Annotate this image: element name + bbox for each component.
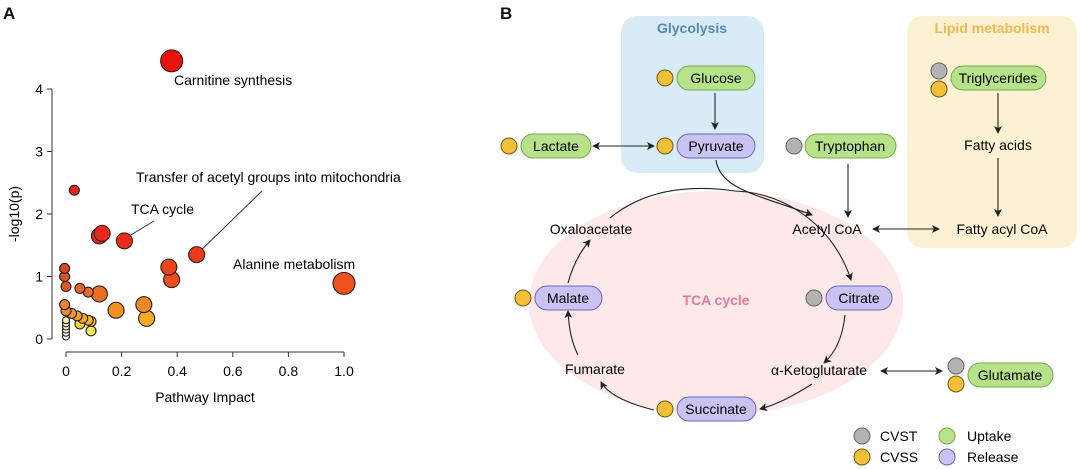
arrow-acetylcoa-citrate — [734, 190, 853, 281]
lipid-metabolism-title: Lipid metabolism — [934, 20, 1049, 36]
cvss-dot-glutamate — [947, 375, 965, 393]
x-tick-label: 0.4 — [167, 363, 187, 379]
pathway-scatter-chart: 0 1 2 3 4 0 0.2 0.4 0.6 0.8 1.0 Carnitine synthesi… — [6, 49, 401, 405]
svg-text:CVSS: CVSS — [880, 449, 918, 465]
cvst-dot-glutamate — [947, 357, 965, 375]
arrow-pyruvate-acetylcoa — [715, 159, 813, 217]
tca-cycle-region — [529, 191, 903, 415]
data-point — [74, 282, 86, 294]
node-citrate: Citrate — [825, 285, 893, 311]
glycolysis-title: Glycolysis — [657, 20, 727, 36]
data-point — [135, 296, 153, 314]
cvss-legend-icon — [853, 448, 871, 466]
arrow-akg-succinate — [759, 383, 813, 412]
annotation-label: Carnitine synthesis — [174, 72, 292, 88]
svg-text:Triglycerides: Triglycerides — [959, 70, 1038, 86]
cvss-dot-triglycerides — [930, 80, 948, 98]
svg-text:Release: Release — [967, 449, 1019, 465]
x-tick-label: 1.0 — [334, 363, 354, 379]
y-tick-label: 0 — [35, 331, 43, 347]
annotation-leader-line — [129, 220, 155, 237]
svg-text:Succinate: Succinate — [685, 401, 747, 417]
cvst-dot-tryptophan — [785, 137, 803, 155]
y-tick-label: 3 — [35, 144, 43, 160]
uptake-legend-icon — [938, 427, 956, 445]
legend-item-uptake: Uptake — [938, 427, 1012, 445]
node-acetyl-coa: Acetyl CoA — [792, 221, 862, 237]
node-fatty-acids: Fatty acids — [964, 137, 1032, 153]
y-axis-label: -log10(p) — [6, 186, 22, 242]
node-tryptophan: Tryptophan — [804, 133, 897, 159]
svg-text:Citrate: Citrate — [838, 290, 879, 306]
node-fatty-acyl-coa: Fatty acyl CoA — [956, 221, 1048, 237]
cvst-legend-icon — [853, 427, 871, 445]
legend-item-cvst: CVST — [853, 427, 918, 445]
arrow-malate-oxaloacetate — [567, 239, 591, 284]
cvss-dot-pyruvate — [656, 137, 674, 155]
y-tick-label: 2 — [35, 206, 43, 222]
annotation-label: Alanine metabolism — [233, 256, 355, 272]
node-glucose: Glucose — [676, 65, 756, 91]
cvss-dot-lactate — [500, 137, 518, 155]
data-point — [107, 301, 125, 319]
annotation-label: Transfer of acetyl groups into mitochond… — [136, 169, 401, 185]
data-point — [68, 184, 80, 196]
x-tick-label: 0.2 — [112, 363, 132, 379]
annotation-label: TCA cycle — [131, 201, 194, 217]
data-point — [93, 224, 111, 242]
data-point — [59, 299, 71, 311]
cvss-dot-malate — [514, 289, 532, 307]
cvst-dot-citrate — [805, 289, 823, 307]
svg-text:Uptake: Uptake — [967, 428, 1012, 444]
node-lactate: Lactate — [520, 133, 592, 159]
y-tick-label: 1 — [35, 269, 43, 285]
panel-b-label: B — [500, 4, 513, 23]
release-legend-icon — [938, 448, 956, 466]
data-point — [115, 232, 133, 250]
svg-text:Tryptophan: Tryptophan — [815, 138, 885, 154]
data-point — [61, 316, 71, 325]
cvss-dot-succinate — [656, 400, 674, 418]
data-point — [160, 258, 178, 276]
node-pyruvate: Pyruvate — [676, 133, 756, 159]
arrow-fumarate-malate — [564, 310, 579, 356]
node-glutamate: Glutamate — [967, 362, 1054, 388]
legend: CVST CVSS Uptake Release — [853, 427, 1019, 466]
annotation-leader-line — [201, 190, 263, 250]
tca-cycle-title: TCA cycle — [682, 292, 749, 308]
legend-item-release: Release — [938, 448, 1019, 466]
node-succinate: Succinate — [676, 396, 757, 422]
node-fumarate: Fumarate — [565, 361, 625, 377]
svg-text:Glucose: Glucose — [690, 70, 742, 86]
svg-text:CVST: CVST — [880, 428, 918, 444]
node-triglycerides: Triglycerides — [950, 65, 1047, 91]
node-malate: Malate — [534, 285, 603, 311]
cvst-dot-triglycerides — [930, 62, 948, 80]
data-point — [59, 262, 71, 274]
svg-text:Malate: Malate — [547, 290, 589, 306]
panel-a-label: A — [3, 4, 16, 23]
svg-text:Glutamate: Glutamate — [978, 367, 1043, 383]
svg-text:Pyruvate: Pyruvate — [688, 138, 743, 154]
x-axis-label: Pathway Impact — [155, 389, 255, 405]
x-tick-label: 0.6 — [223, 363, 243, 379]
legend-item-cvss: CVSS — [853, 448, 918, 466]
svg-text:Lactate: Lactate — [533, 138, 579, 154]
arrow-citrate-akg — [823, 314, 846, 364]
node-oxaloacetate: Oxaloacetate — [550, 221, 633, 237]
lipid-metabolism-region — [907, 16, 1077, 248]
x-tick-label: 0 — [62, 363, 70, 379]
data-point — [188, 246, 206, 264]
data-point — [332, 271, 356, 295]
arc-oxaloacetate-acetylcoa — [609, 187, 736, 219]
node-alpha-ketoglutarate: α-Ketoglutarate — [771, 362, 867, 378]
data-point — [160, 49, 184, 73]
y-tick-label: 4 — [35, 81, 43, 97]
arrow-succinate-fumarate — [600, 381, 655, 411]
cvss-dot-glucose — [656, 69, 674, 87]
x-tick-label: 0.8 — [279, 363, 299, 379]
